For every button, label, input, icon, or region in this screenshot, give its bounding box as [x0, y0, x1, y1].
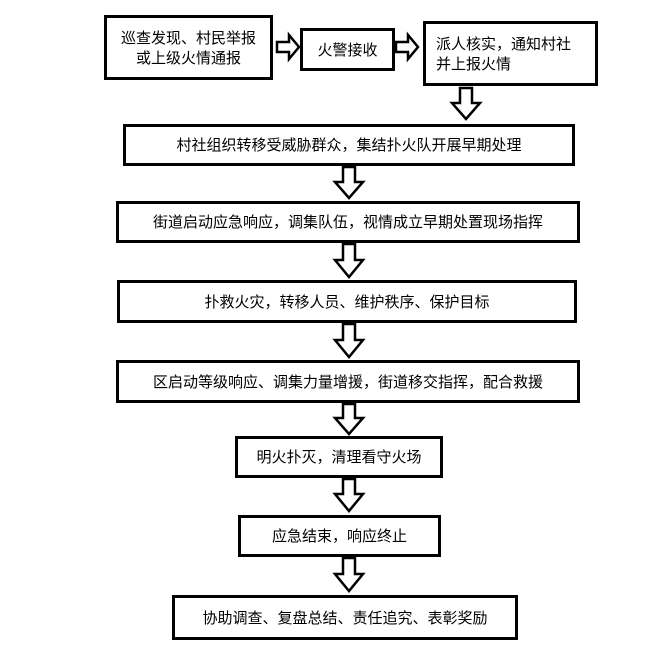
- node-verify-notify: 派人核实，通知村社 并上报火情: [423, 21, 598, 86]
- arrow-right-2: [394, 31, 420, 63]
- node-step-3-label: 扑救火灾，转移人员、维护秩序、保护目标: [204, 292, 490, 311]
- arrow-down-2: [332, 165, 366, 200]
- node-step-4-label: 区启动等级响应、调集力量增援，街道移交指挥，配合救援: [152, 372, 543, 391]
- node-discover-line2: 或上级火情通报: [135, 48, 241, 67]
- arrow-down-4: [332, 322, 366, 359]
- arrow-down-6: [332, 477, 366, 513]
- node-fire-alarm-label: 火警接收: [317, 40, 378, 59]
- node-step-2-label: 街道启动应急响应，调集队伍，视情成立早期处置现场指挥: [152, 213, 543, 231]
- arrow-down-5: [332, 402, 366, 436]
- node-step-7-label: 协助调查、复盘总结、责任追究、表彰奖励: [202, 608, 488, 627]
- arrow-right-1: [275, 31, 301, 63]
- arrow-down-7: [332, 556, 366, 593]
- node-step-7: 协助调查、复盘总结、责任追究、表彰奖励: [172, 595, 518, 640]
- node-step-4: 区启动等级响应、调集力量增援，街道移交指挥，配合救援: [116, 360, 580, 403]
- node-step-3: 扑救火灾，转移人员、维护秩序、保护目标: [117, 280, 577, 323]
- node-step-5: 明火扑灭，清理看守火场: [235, 436, 443, 478]
- node-step-2: 街道启动应急响应，调集队伍，视情成立早期处置现场指挥: [116, 201, 580, 243]
- node-discover-line1: 巡查发现、村民举报: [120, 28, 256, 47]
- node-fire-alarm-receive: 火警接收: [300, 28, 395, 71]
- node-verify-line2: 并上报火情: [436, 54, 512, 73]
- node-step-5-label: 明火扑灭，清理看守火场: [256, 448, 422, 466]
- node-step-6-label: 应急结束，响应终止: [271, 527, 407, 545]
- arrow-down-1: [449, 86, 483, 121]
- node-discover-report: 巡查发现、村民举报 或上级火情通报: [104, 15, 273, 80]
- node-step-6: 应急结束，响应终止: [238, 515, 441, 557]
- node-step-1-label: 村社组织转移受威胁群众，集结扑火队开展早期处理: [176, 136, 522, 154]
- node-step-1: 村社组织转移受威胁群众，集结扑火队开展早期处理: [123, 124, 575, 166]
- arrow-down-3: [332, 242, 366, 279]
- node-verify-line1: 派人核实，通知村社: [436, 34, 572, 53]
